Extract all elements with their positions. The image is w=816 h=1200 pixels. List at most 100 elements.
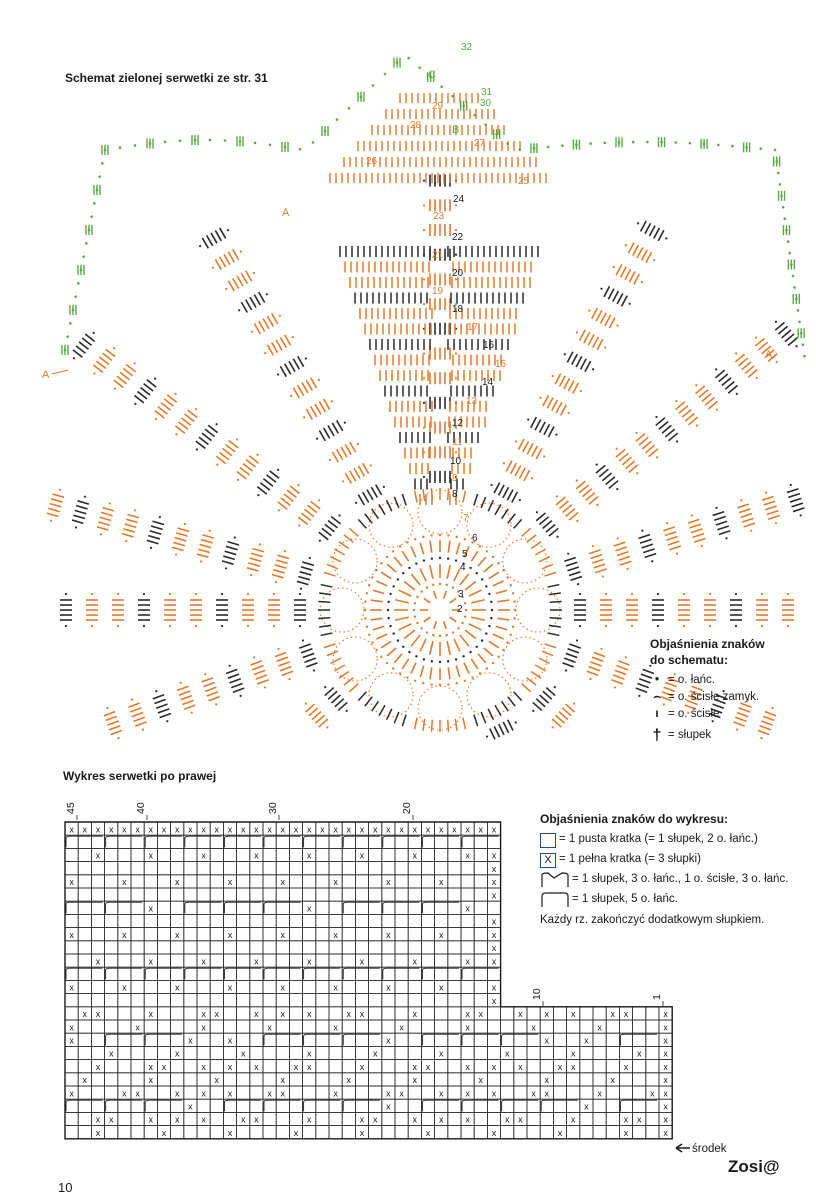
chart-cell <box>328 1072 343 1087</box>
chart-cell <box>447 861 462 876</box>
stitch-mark <box>333 664 346 672</box>
chart-cell <box>368 900 383 915</box>
chain-dot <box>108 502 111 505</box>
chart-cell <box>566 1046 581 1061</box>
stitch-mark <box>204 686 217 693</box>
chart-cell <box>407 834 422 849</box>
stitch-mark <box>353 467 361 480</box>
stitch-mark <box>738 707 751 713</box>
chart-cell <box>473 887 488 902</box>
stitch-mark <box>774 321 785 331</box>
stitch-mark <box>299 570 312 576</box>
chart-cell <box>236 940 251 955</box>
chart-cell <box>513 1019 528 1034</box>
stitch-mark <box>570 575 583 582</box>
chart-cell <box>288 834 303 849</box>
chart-cell <box>262 834 277 849</box>
arch-mark <box>65 1099 103 1112</box>
chart-cell <box>222 1019 237 1034</box>
filled-mark: x <box>96 824 101 834</box>
chart-cell <box>91 834 106 849</box>
diagram-title: Schemat zielonej serwetki ze str. 31 <box>65 71 268 85</box>
stitch-mark <box>257 678 269 685</box>
filled-mark: x <box>360 1115 365 1125</box>
filled-mark: x <box>650 1088 655 1098</box>
stitch-mark <box>246 566 259 572</box>
filled-mark: x <box>69 983 74 993</box>
chart-cell <box>645 1125 660 1140</box>
chart-cell <box>407 900 422 915</box>
chain-dot <box>422 377 426 380</box>
stitch-mark <box>693 537 706 543</box>
chain-dot <box>215 703 218 706</box>
filled-mark: x <box>479 1009 484 1019</box>
chain-dot <box>174 553 178 556</box>
filled-mark: x <box>360 1062 365 1072</box>
chain-dot <box>514 440 518 443</box>
border-chain-dot <box>791 274 795 278</box>
chain-dot <box>591 544 595 548</box>
arch-mark <box>144 1033 182 1046</box>
chain-dot <box>195 407 198 411</box>
chart-cell <box>77 887 92 902</box>
chart-cell <box>170 1019 185 1034</box>
chain-dot <box>422 204 426 207</box>
stitch-mark <box>366 489 374 501</box>
stitch-mark <box>517 438 525 450</box>
chart-cell <box>222 914 237 929</box>
stitch-mark <box>567 380 575 392</box>
filled-mark: x <box>333 877 338 887</box>
chart-cell <box>91 874 106 889</box>
stitch-mark <box>761 495 774 501</box>
stitch-mark <box>105 348 116 358</box>
stitch-mark <box>734 353 746 363</box>
filled-mark: x <box>215 824 220 834</box>
chart-cell <box>170 861 185 876</box>
stitch-mark <box>595 568 607 574</box>
stitch-mark <box>686 699 698 706</box>
stitch-mark <box>513 691 523 702</box>
stitch-mark <box>707 400 719 410</box>
chain-dot <box>413 602 417 605</box>
chart-cell <box>143 1046 158 1061</box>
chart-cell <box>170 1059 185 1074</box>
chart-cell <box>262 940 277 955</box>
stitch-mark <box>592 336 600 348</box>
filled-mark: x <box>492 983 497 993</box>
chart-cell <box>236 927 251 942</box>
chart-cell <box>420 1098 435 1113</box>
chart-cell <box>341 887 356 902</box>
stitch-mark <box>292 387 301 399</box>
chart-cell <box>170 848 185 863</box>
chain-dot <box>386 608 390 612</box>
stitch-mark <box>684 412 695 422</box>
chain-dot <box>491 555 495 559</box>
chart-cell <box>473 821 488 836</box>
chart-cell <box>130 1059 145 1074</box>
arch-mark <box>65 967 103 980</box>
chart-cell <box>64 927 79 942</box>
chart-cell <box>394 887 409 902</box>
stitch-mark <box>152 520 165 526</box>
border-chain-dot <box>371 84 375 87</box>
chart-cell <box>143 980 158 995</box>
filled-mark: x <box>83 1009 88 1019</box>
chain-dot <box>774 521 778 525</box>
stitch-mark <box>422 489 426 502</box>
chain-dot <box>789 483 792 487</box>
chart-cell <box>447 993 462 1008</box>
legend-single-crochet: ı= o. ścisłe <box>650 706 810 723</box>
chain-dot <box>463 602 467 605</box>
chain-dot <box>430 557 434 560</box>
chart-cell <box>196 1032 211 1047</box>
stitch-mark <box>231 277 240 290</box>
chart-cell <box>368 1098 383 1113</box>
filled-mark: x <box>215 1009 220 1019</box>
chart-cell <box>447 1085 462 1100</box>
arch-mark <box>421 901 459 914</box>
chart-cell <box>341 874 356 889</box>
stitch-mark <box>698 389 709 399</box>
chart-cell <box>420 1032 435 1047</box>
chart-cell <box>381 966 396 981</box>
chart-cell <box>288 993 303 1008</box>
